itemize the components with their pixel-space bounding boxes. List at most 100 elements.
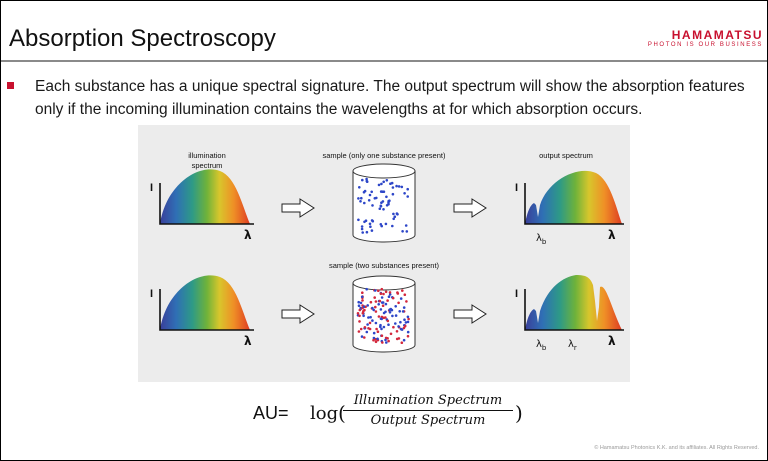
sample-label-two: sample (two substances present): [329, 261, 440, 270]
sample-particle: [363, 326, 367, 329]
sample-particle: [397, 301, 400, 305]
sample-particle: [387, 323, 390, 326]
sample-particle: [361, 178, 364, 182]
sample-dots-blue: [357, 177, 410, 234]
hollow-right-arrow-icon: [281, 304, 315, 324]
sample-particle: [388, 293, 392, 296]
sample-particle: [396, 292, 400, 295]
sample-particle: [356, 312, 360, 315]
axis-y-label: I: [150, 288, 153, 300]
sample-particle: [391, 296, 395, 300]
sample-particle: [362, 305, 366, 308]
sample-particle: [374, 321, 378, 325]
sample-particle: [404, 321, 408, 324]
sample-particle: [371, 319, 374, 322]
sample-particle: [382, 292, 385, 296]
axis-y-label: I: [515, 182, 518, 194]
sample-particle: [365, 177, 368, 181]
output-spectrum-curve-two: [525, 275, 622, 330]
axis-x-label: λ: [608, 228, 616, 242]
sample-particle: [386, 337, 389, 340]
sample-particle: [370, 190, 373, 194]
sample-particle: [359, 301, 363, 305]
sample-particle: [386, 299, 389, 302]
sample-particle: [387, 295, 391, 298]
sample-particle: [385, 195, 388, 199]
sample-particle: [360, 295, 364, 299]
sample-particle: [373, 296, 376, 299]
sample-particle: [406, 330, 410, 334]
sample-particle: [381, 341, 384, 344]
brand-tagline: PHOTON IS OUR BUSINESS: [647, 42, 763, 48]
sample-particle: [395, 212, 399, 215]
sample-particle: [377, 315, 381, 318]
formula-open-paren: (: [338, 401, 346, 425]
axis-lines: [159, 183, 254, 225]
sample-particle: [372, 331, 376, 335]
sample-particle: [397, 325, 400, 328]
sample-particle: [370, 219, 374, 222]
sample-particle: [377, 183, 381, 187]
sample-particle: [380, 327, 383, 331]
sample-particle: [361, 299, 364, 302]
sample-particle: [367, 199, 371, 202]
sample-particle: [384, 302, 388, 306]
bullet-square-icon: [7, 82, 14, 89]
sample-particle: [394, 305, 398, 308]
illumination-label-line2: spectrum: [192, 161, 223, 170]
sample-particle: [358, 308, 362, 312]
row2-output-chart: I λ λb λr: [515, 275, 624, 352]
sample-particle: [406, 187, 410, 191]
row1-illumination-chart: illumination spectrum I λ: [150, 151, 254, 242]
row2-sample-container: sample (two substances present): [329, 261, 440, 353]
formula-close-paren: ): [515, 401, 523, 425]
sample-particle: [405, 300, 408, 303]
sample-particle: [402, 338, 406, 342]
brand-name: HAMAMATSU: [671, 28, 763, 42]
sample-particle: [359, 327, 363, 331]
sample-particle: [395, 337, 399, 341]
sample-particle: [363, 201, 366, 205]
sample-particle: [385, 179, 389, 182]
sample-particle: [382, 311, 386, 315]
sample-particle: [365, 179, 369, 183]
title-divider: [1, 60, 767, 62]
sample-particle: [394, 322, 397, 325]
sample-particle: [399, 320, 402, 324]
sample-particle: [389, 182, 392, 185]
sample-particle: [369, 225, 372, 228]
sample-particle: [381, 200, 385, 203]
sample-particle: [371, 306, 374, 310]
sample-particle: [382, 208, 385, 211]
sample-particle: [391, 314, 394, 318]
sample-particle: [392, 217, 395, 221]
illumination-spectrum-curve: [160, 169, 250, 224]
sample-particle: [373, 289, 377, 292]
sample-particle: [401, 310, 405, 313]
sample-particle: [387, 339, 390, 343]
axis-x-label: λ: [608, 334, 616, 348]
sample-particle: [403, 318, 406, 321]
sample-particle: [371, 204, 374, 207]
sample-particle: [397, 185, 401, 188]
sample-particle: [361, 231, 364, 234]
absorption-figure: illumination spectrum I λ sample (only o…: [138, 125, 630, 382]
sample-particle: [395, 330, 399, 333]
sample-particle: [377, 303, 380, 306]
sample-particle: [357, 197, 360, 200]
sample-particle: [392, 325, 395, 329]
sample-particle: [380, 296, 384, 299]
copyright-notice: © Hamamatsu Photonics K.K. and its affil…: [594, 445, 759, 451]
sample-particle: [393, 215, 397, 218]
output-spectrum-label: output spectrum: [539, 151, 593, 160]
sample-particle: [359, 200, 362, 203]
sample-particle: [379, 204, 383, 208]
sample-particle: [389, 307, 393, 311]
sample-particle: [366, 304, 369, 307]
slide-title: Absorption Spectroscopy: [9, 25, 276, 52]
sample-particle: [404, 224, 408, 227]
sample-particle: [388, 291, 392, 294]
sample-particle: [391, 224, 394, 228]
axis-y-label: I: [515, 288, 518, 300]
axis-x-label: λ: [244, 228, 252, 242]
